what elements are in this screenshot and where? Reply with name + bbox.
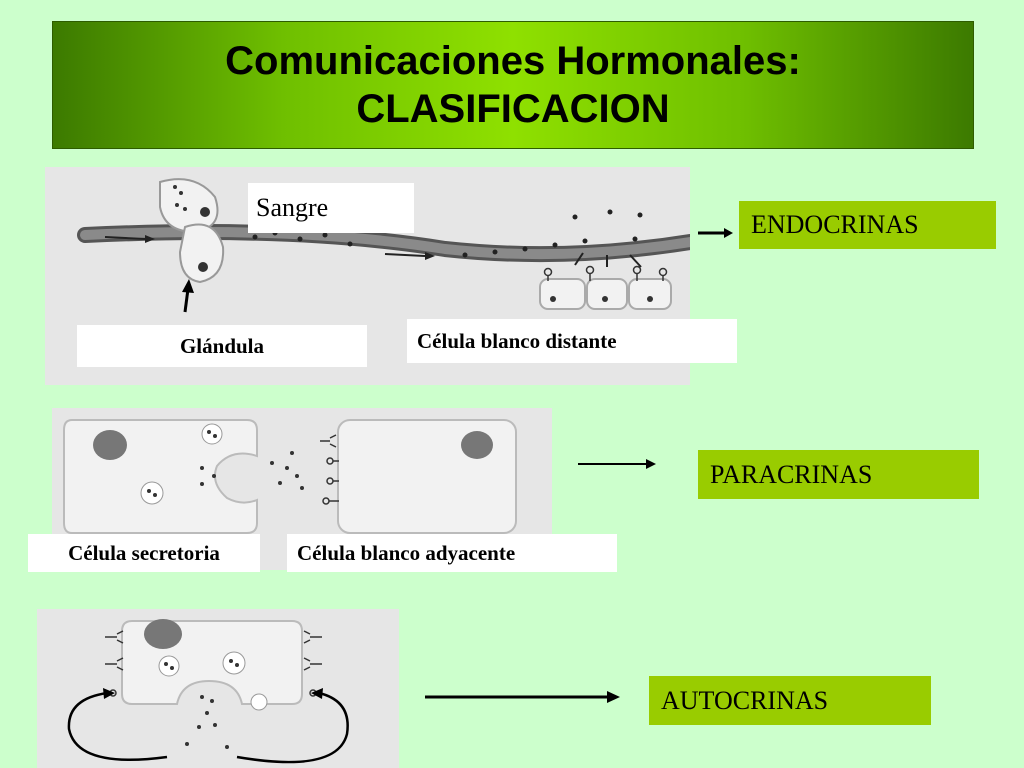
page-title: Comunicaciones Hormonales: CLASIFICACION (225, 37, 801, 133)
gland-cell-lower (178, 223, 225, 284)
paracrine-arrow (578, 459, 656, 469)
title-line-1: Comunicaciones Hormonales: (225, 39, 801, 83)
title-line-2: CLASIFICACION (356, 87, 670, 131)
glandula-label: Glándula (77, 325, 367, 367)
adjacent-target-label: Célula blanco adyacente (287, 534, 617, 572)
autocrine-arrow (425, 691, 620, 703)
paracrine-illustration (63, 419, 517, 534)
endocrine-type-label: ENDOCRINAS (739, 201, 996, 249)
autocrine-illustration (67, 619, 349, 764)
autocrine-diagram (37, 609, 399, 768)
autocrine-type-label: AUTOCRINAS (649, 676, 931, 725)
endocrine-arrow (698, 228, 733, 238)
sangre-label: Sangre (248, 183, 414, 233)
paracrine-type-label: PARACRINAS (698, 450, 979, 499)
title-bar: Comunicaciones Hormonales: CLASIFICACION (52, 21, 974, 149)
endocrine-illustration (77, 178, 690, 313)
secretory-cell (63, 419, 258, 534)
secretory-cell-label: Célula secretoria (28, 534, 260, 572)
gland-cell-upper (159, 178, 219, 234)
distant-target-label: Célula blanco distante (407, 319, 737, 363)
